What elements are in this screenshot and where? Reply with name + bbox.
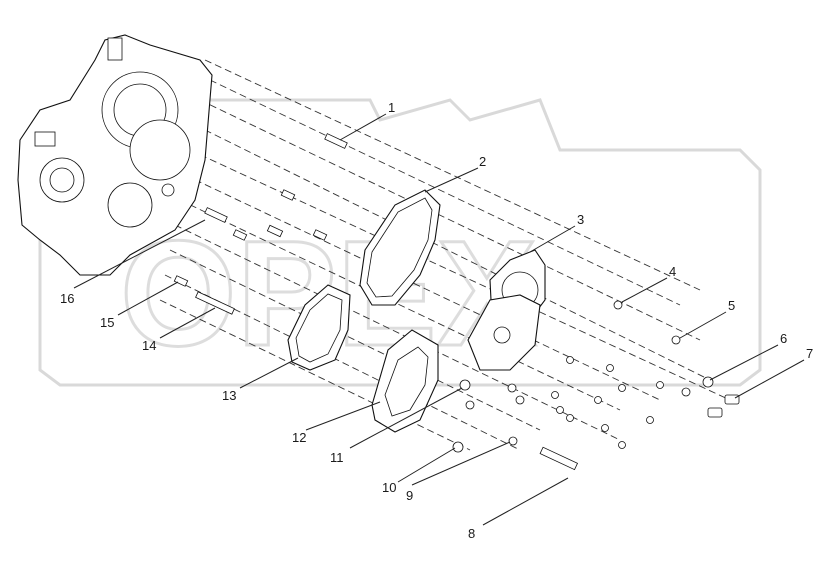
callout-9: 9 (406, 488, 413, 503)
callout-16: 16 (60, 291, 74, 306)
callout-4: 4 (669, 264, 676, 279)
callout-5: 5 (728, 298, 735, 313)
watermark-gear-outline (38, 98, 762, 387)
part-2-gasket (359, 189, 441, 306)
callout-6: 6 (780, 331, 787, 346)
callout-8: 8 (468, 526, 475, 541)
callout-10: 10 (382, 480, 396, 495)
callout-13: 13 (222, 388, 236, 403)
callout-labels: 1 2 3 4 5 6 7 8 9 10 11 12 13 14 15 16 (60, 100, 813, 541)
gear-housing (17, 34, 213, 276)
part-13-gasket (287, 284, 351, 371)
callout-15: 15 (100, 315, 114, 330)
leader-lines (73, 113, 805, 526)
fasteners (173, 133, 740, 471)
assembly-lines (159, 59, 731, 451)
callout-3: 3 (577, 212, 584, 227)
part-3-cover (467, 249, 546, 371)
callout-12: 12 (292, 430, 306, 445)
callout-11: 11 (330, 450, 344, 465)
callout-14: 14 (142, 338, 156, 353)
part-12-cover (371, 329, 439, 433)
callout-2: 2 (479, 154, 486, 169)
callout-1: 1 (388, 100, 395, 115)
callout-7: 7 (806, 346, 813, 361)
